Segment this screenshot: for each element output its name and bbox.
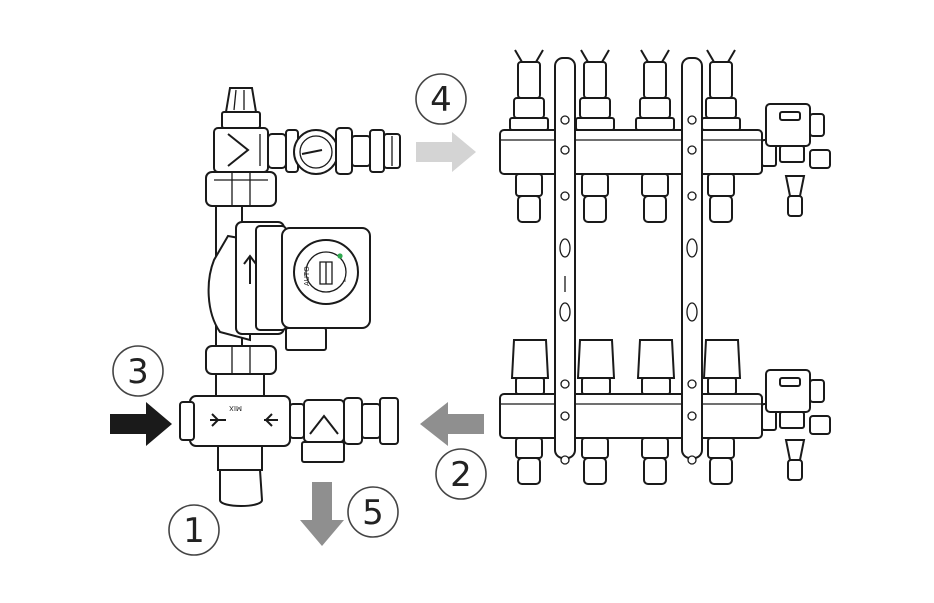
return-branch (289, 397, 399, 463)
callout-2: 2 (435, 448, 487, 500)
callout-1-label: 1 (183, 511, 205, 551)
return-end-vent (761, 369, 831, 481)
pump-dial-mark: I (344, 276, 346, 284)
bypass-outlet (301, 441, 345, 463)
callout-4-label: 4 (430, 80, 452, 120)
pump-indicator-led (337, 253, 343, 259)
callout-2-label: 2 (450, 455, 472, 495)
return-manifold-bar (499, 393, 763, 439)
callout-3-label: 3 (127, 352, 149, 392)
mixing-valve-neck (215, 373, 265, 397)
upper-union-nut (205, 171, 277, 207)
mixing-pump-group: AUTO I MIX (179, 87, 401, 507)
primary-inlet-arrow (110, 402, 172, 446)
valve-cap-3[interactable] (636, 339, 676, 379)
return-outlets (515, 437, 735, 485)
supply-end-vent (761, 103, 831, 217)
flow-meter-4[interactable] (701, 49, 741, 131)
supply-manifold-bar (499, 129, 763, 175)
flow-meter-2[interactable] (575, 49, 615, 131)
callouts: 1 2 3 4 5 (112, 73, 487, 556)
pump-auto-label: AUTO (303, 266, 311, 286)
thermostatic-head[interactable] (219, 469, 264, 507)
callout-5: 5 (347, 486, 399, 538)
flow-meter-1[interactable] (509, 49, 549, 131)
supply-outlets (515, 173, 735, 223)
circulation-pump: AUTO I (235, 221, 371, 351)
callout-4: 4 (415, 73, 467, 125)
valve-cap-1[interactable] (510, 339, 550, 379)
callout-5-label: 5 (362, 493, 384, 533)
callout-1: 1 (168, 504, 220, 556)
manifold-brackets (554, 57, 703, 465)
flow-meters (509, 49, 741, 131)
mix-label: MIX (229, 404, 242, 412)
mixing-valve: MIX (179, 395, 291, 507)
valve-cap-2[interactable] (576, 339, 616, 379)
return-valve-caps (510, 339, 742, 395)
valve-cap-4[interactable] (702, 339, 742, 379)
flow-meter-3[interactable] (635, 49, 675, 131)
return-inlet-fitting (379, 397, 399, 445)
lower-union-nut (205, 345, 277, 375)
thermometer-branch (267, 127, 401, 175)
callout-3: 3 (112, 345, 164, 397)
primary-return-arrow (300, 482, 344, 546)
primary-inlet-port (179, 401, 195, 441)
supply-to-manifold-arrow (416, 132, 476, 172)
return-from-manifold-arrow (420, 402, 484, 446)
flow-arrows (110, 132, 484, 546)
pump-terminal-box (285, 327, 327, 351)
distribution-manifold (499, 49, 831, 485)
air-vent-cap (221, 87, 261, 129)
